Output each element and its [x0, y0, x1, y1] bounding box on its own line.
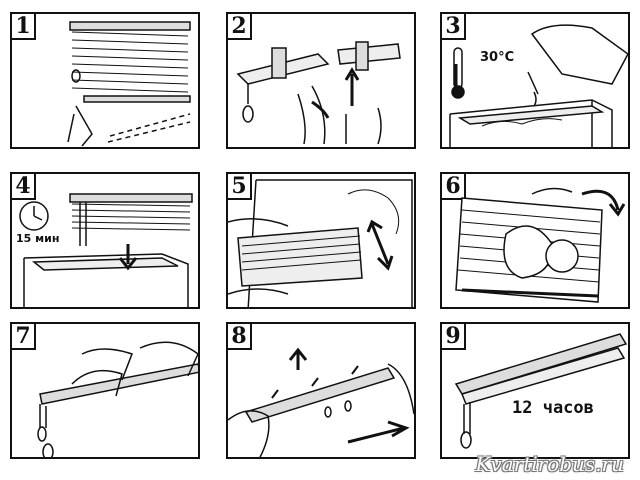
- step-8-panel: 8: [226, 322, 416, 459]
- step-9-panel: 9 12 часов: [440, 322, 630, 459]
- step-7-panel: 7: [10, 322, 200, 459]
- step-number: 7: [12, 324, 36, 350]
- step-number: 5: [228, 174, 252, 200]
- step-number: 6: [442, 174, 466, 200]
- step-7-illustration: [37, 341, 198, 457]
- step-2-panel: 2: [226, 12, 416, 149]
- drying-time-label: 12 часов: [512, 398, 594, 418]
- step-4-illustration: [19, 193, 193, 307]
- step-2-illustration: [236, 41, 401, 145]
- step-1-illustration: [67, 21, 191, 147]
- step-1-panel: 1: [10, 12, 200, 149]
- step-number: 2: [228, 14, 252, 40]
- step-number: 4: [12, 174, 36, 200]
- step-6-illustration: [455, 187, 626, 303]
- step-number: 8: [228, 324, 252, 350]
- step-3-panel: 3 30°C: [440, 12, 630, 149]
- duration-label: 15 мин: [16, 232, 60, 245]
- step-number: 1: [12, 14, 36, 40]
- step-9-illustration: [454, 333, 628, 449]
- site-watermark: Kvartirobus.ru: [475, 452, 624, 476]
- step-5-illustration: [228, 179, 413, 307]
- step-number: 3: [442, 14, 466, 40]
- step-4-panel: 4 15 мин: [10, 172, 200, 309]
- step-3-illustration: [449, 24, 628, 147]
- step-8-illustration: [228, 347, 414, 457]
- step-number: 9: [442, 324, 466, 350]
- step-5-panel: 5: [226, 172, 416, 309]
- temperature-label: 30°C: [480, 50, 515, 65]
- step-6-panel: 6: [440, 172, 630, 309]
